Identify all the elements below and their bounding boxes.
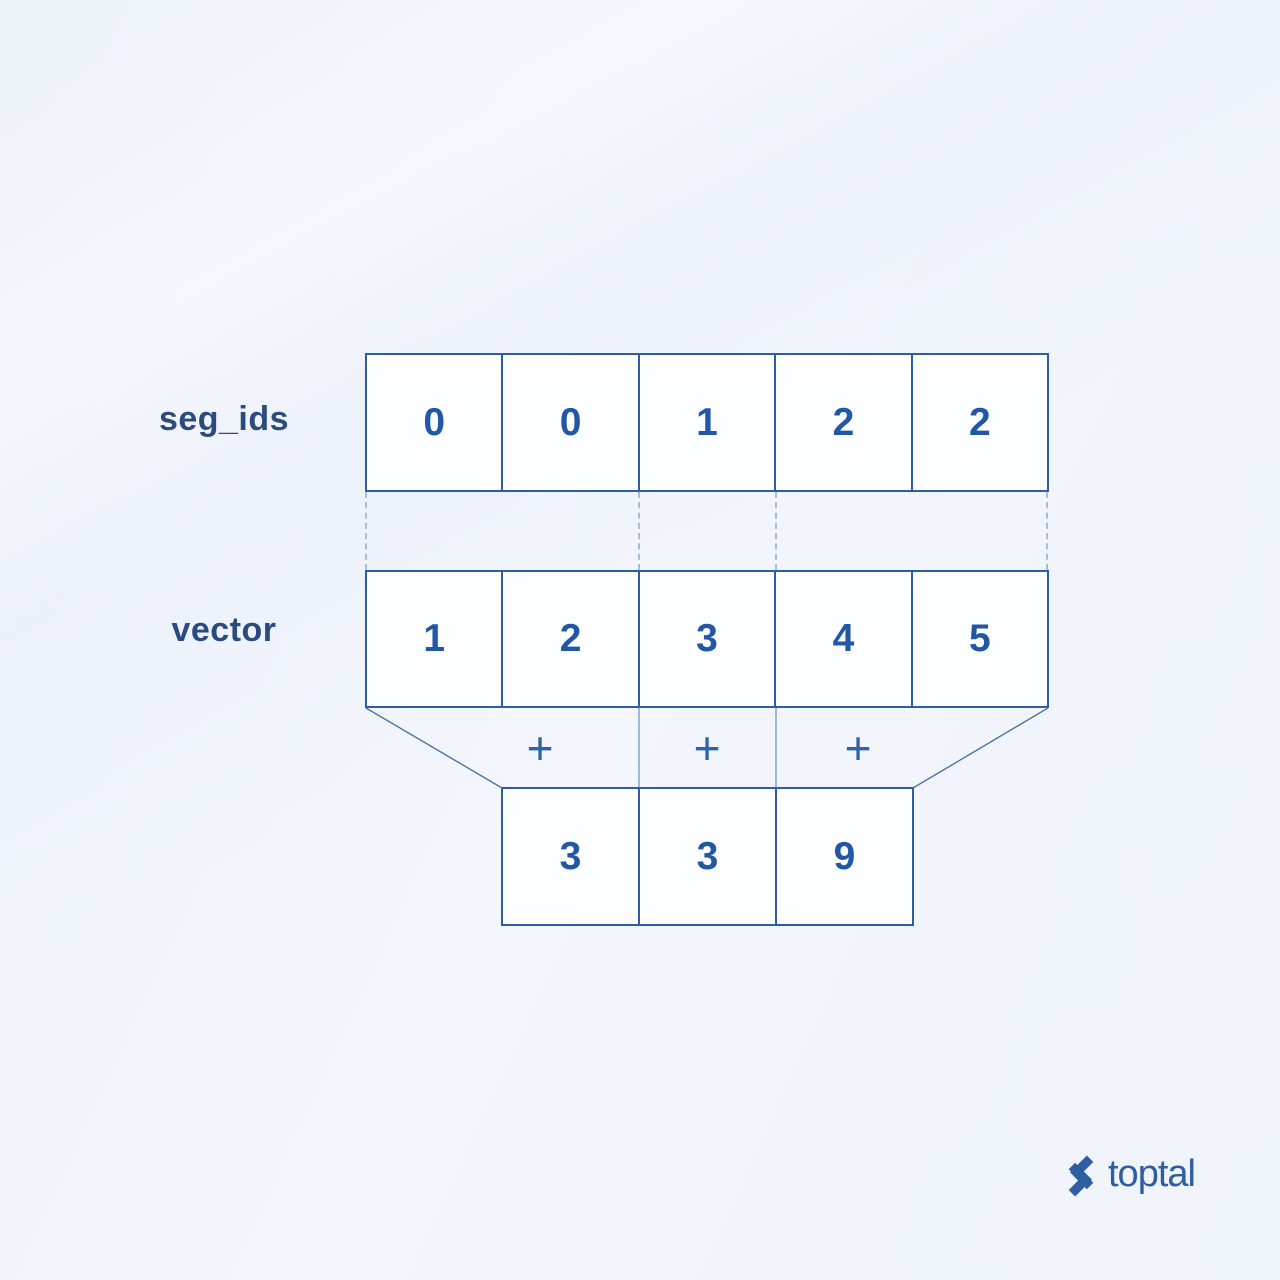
seg-ids-row: 0 0 1 2 2	[365, 353, 1050, 492]
vector-row: 1 2 3 4 5	[365, 570, 1050, 708]
toptal-logo-text: toptal	[1108, 1153, 1196, 1195]
plus-operator: +	[844, 722, 872, 774]
segment-boundary-dashed-line	[1046, 492, 1048, 570]
result-row: 3 3 9	[501, 787, 914, 926]
result-cell: 9	[775, 787, 914, 926]
segment-boundary-dashed-line	[365, 492, 367, 570]
seg-ids-cell: 1	[637, 353, 777, 492]
result-cell: 3	[638, 787, 777, 926]
vector-cell: 3	[637, 570, 777, 708]
seg-ids-cell: 0	[365, 353, 504, 492]
plus-operator: +	[693, 722, 721, 774]
seg-ids-cell: 2	[774, 353, 913, 492]
vector-cell: 4	[774, 570, 913, 708]
vector-row-label: vector	[171, 611, 277, 649]
seg-ids-cell: 2	[910, 353, 1050, 492]
seg-ids-row-label: seg_ids	[158, 400, 290, 438]
plus-operator: +	[526, 722, 554, 774]
seg-ids-cell: 0	[501, 353, 640, 492]
segment-boundary-dashed-line	[775, 492, 777, 570]
vector-cell: 1	[365, 570, 504, 708]
toptal-logo-icon	[1068, 1155, 1094, 1197]
toptal-logo: toptal	[1061, 1151, 1196, 1201]
vector-cell: 2	[501, 570, 640, 708]
segment-boundary-dashed-line	[638, 492, 640, 570]
result-cell: 3	[501, 787, 640, 926]
vector-cell: 5	[910, 570, 1050, 708]
